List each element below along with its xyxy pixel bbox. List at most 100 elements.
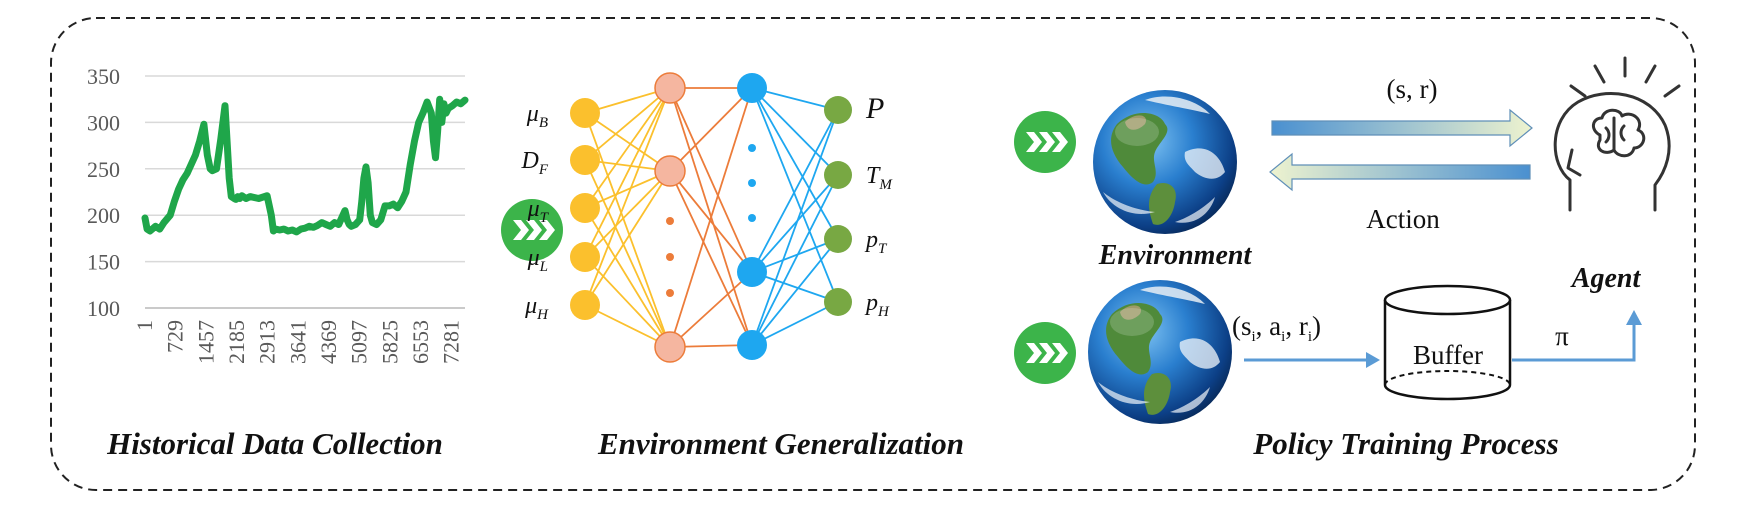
edge bbox=[751, 87, 839, 303]
transition-label: (si, ai, ri) bbox=[1232, 311, 1321, 345]
input-node bbox=[570, 290, 600, 320]
hidden-node bbox=[654, 155, 686, 187]
env-to-buffer-arrow bbox=[1244, 352, 1380, 368]
edge bbox=[669, 87, 753, 172]
state-reward-arrow bbox=[1271, 108, 1533, 148]
x-tick-label: 4369 bbox=[316, 320, 341, 364]
action-arrow bbox=[1269, 152, 1531, 192]
edge bbox=[584, 87, 671, 306]
edge bbox=[584, 256, 671, 348]
y-tick-label: 300 bbox=[87, 110, 120, 135]
hidden-node bbox=[737, 73, 767, 103]
ellipsis-dot bbox=[666, 217, 674, 225]
action-label: Action bbox=[1366, 204, 1440, 234]
series-line bbox=[141, 95, 469, 236]
y-tick-label: 350 bbox=[87, 64, 120, 89]
output-variable-label: P bbox=[865, 92, 884, 125]
edge bbox=[751, 87, 839, 176]
edge bbox=[584, 170, 671, 306]
output-node bbox=[824, 161, 852, 189]
edge bbox=[751, 271, 839, 303]
output-variable-label: pT bbox=[864, 227, 888, 257]
x-tick-label: 6553 bbox=[408, 320, 433, 364]
input-node bbox=[570, 145, 600, 175]
environment-label: Environment bbox=[1098, 240, 1253, 271]
dashed-frame bbox=[50, 17, 1696, 491]
ellipsis-dot bbox=[666, 289, 674, 297]
ellipsis-dot bbox=[748, 179, 756, 187]
x-tick-label: 2913 bbox=[255, 320, 280, 364]
buffer-label: Buffer bbox=[1413, 340, 1483, 370]
x-tick-label: 3641 bbox=[285, 320, 310, 364]
hidden-node bbox=[654, 72, 686, 104]
edge bbox=[751, 301, 839, 346]
input-variable-label: μH bbox=[524, 293, 549, 323]
globe-icon bbox=[1093, 90, 1237, 234]
edge bbox=[584, 112, 671, 348]
chevron-right-icon bbox=[1014, 111, 1076, 173]
hidden-node bbox=[737, 330, 767, 360]
edge bbox=[669, 170, 753, 346]
output-node bbox=[824, 288, 852, 316]
input-variable-label: μB bbox=[526, 101, 548, 131]
edge bbox=[669, 87, 753, 273]
hidden-node bbox=[654, 331, 686, 363]
edge bbox=[669, 271, 753, 348]
edge bbox=[751, 238, 839, 346]
brain-head-icon bbox=[1553, 56, 1681, 212]
ellipsis-dot bbox=[748, 214, 756, 222]
state-reward-label: (s, r) bbox=[1387, 74, 1438, 104]
x-tick-label: 7281 bbox=[439, 320, 464, 364]
x-tick-label: 5097 bbox=[347, 320, 372, 364]
input-node bbox=[570, 242, 600, 272]
x-tick-label: 5825 bbox=[377, 320, 402, 364]
x-tick-label: 1 bbox=[132, 320, 157, 331]
edge bbox=[751, 174, 839, 346]
y-tick-label: 150 bbox=[87, 250, 120, 275]
input-node bbox=[570, 193, 600, 223]
edge bbox=[584, 159, 671, 348]
edge bbox=[584, 112, 671, 172]
output-variable-label: pH bbox=[864, 290, 890, 320]
y-tick-label: 100 bbox=[87, 296, 120, 321]
ellipsis-dot bbox=[748, 144, 756, 152]
chevron-right-icon bbox=[1014, 322, 1076, 384]
x-tick-label: 2185 bbox=[224, 320, 249, 364]
section-title-historical: Historical Data Collection bbox=[106, 426, 443, 461]
x-tick-label: 729 bbox=[163, 320, 188, 353]
policy-symbol: π bbox=[1555, 321, 1569, 351]
agent-label: Agent bbox=[1570, 263, 1642, 294]
input-variable-label: μT bbox=[527, 196, 550, 226]
hidden-node bbox=[737, 257, 767, 287]
edge bbox=[751, 174, 839, 273]
section-title-generalization: Environment Generalization bbox=[597, 426, 964, 461]
edge bbox=[669, 170, 753, 273]
x-tick-label: 1457 bbox=[193, 320, 218, 364]
input-variable-label: DF bbox=[520, 148, 548, 178]
edge bbox=[751, 87, 839, 240]
edge bbox=[751, 238, 839, 273]
edge bbox=[669, 87, 753, 348]
edge bbox=[584, 304, 671, 348]
globe-icon bbox=[1088, 280, 1232, 424]
edge bbox=[584, 207, 671, 348]
edge bbox=[584, 170, 671, 258]
edge bbox=[751, 109, 839, 346]
policy-arrow bbox=[1512, 310, 1642, 362]
input-node bbox=[570, 98, 600, 128]
y-tick-label: 200 bbox=[87, 203, 120, 228]
edge bbox=[584, 87, 671, 258]
edge bbox=[584, 87, 671, 209]
output-node bbox=[824, 96, 852, 124]
output-node bbox=[824, 225, 852, 253]
ellipsis-dot bbox=[666, 253, 674, 261]
y-tick-label: 250 bbox=[87, 157, 120, 182]
edge bbox=[584, 87, 671, 161]
section-title-policy: Policy Training Process bbox=[1252, 426, 1558, 461]
edge bbox=[751, 109, 839, 273]
input-variable-label: μL bbox=[527, 245, 548, 275]
